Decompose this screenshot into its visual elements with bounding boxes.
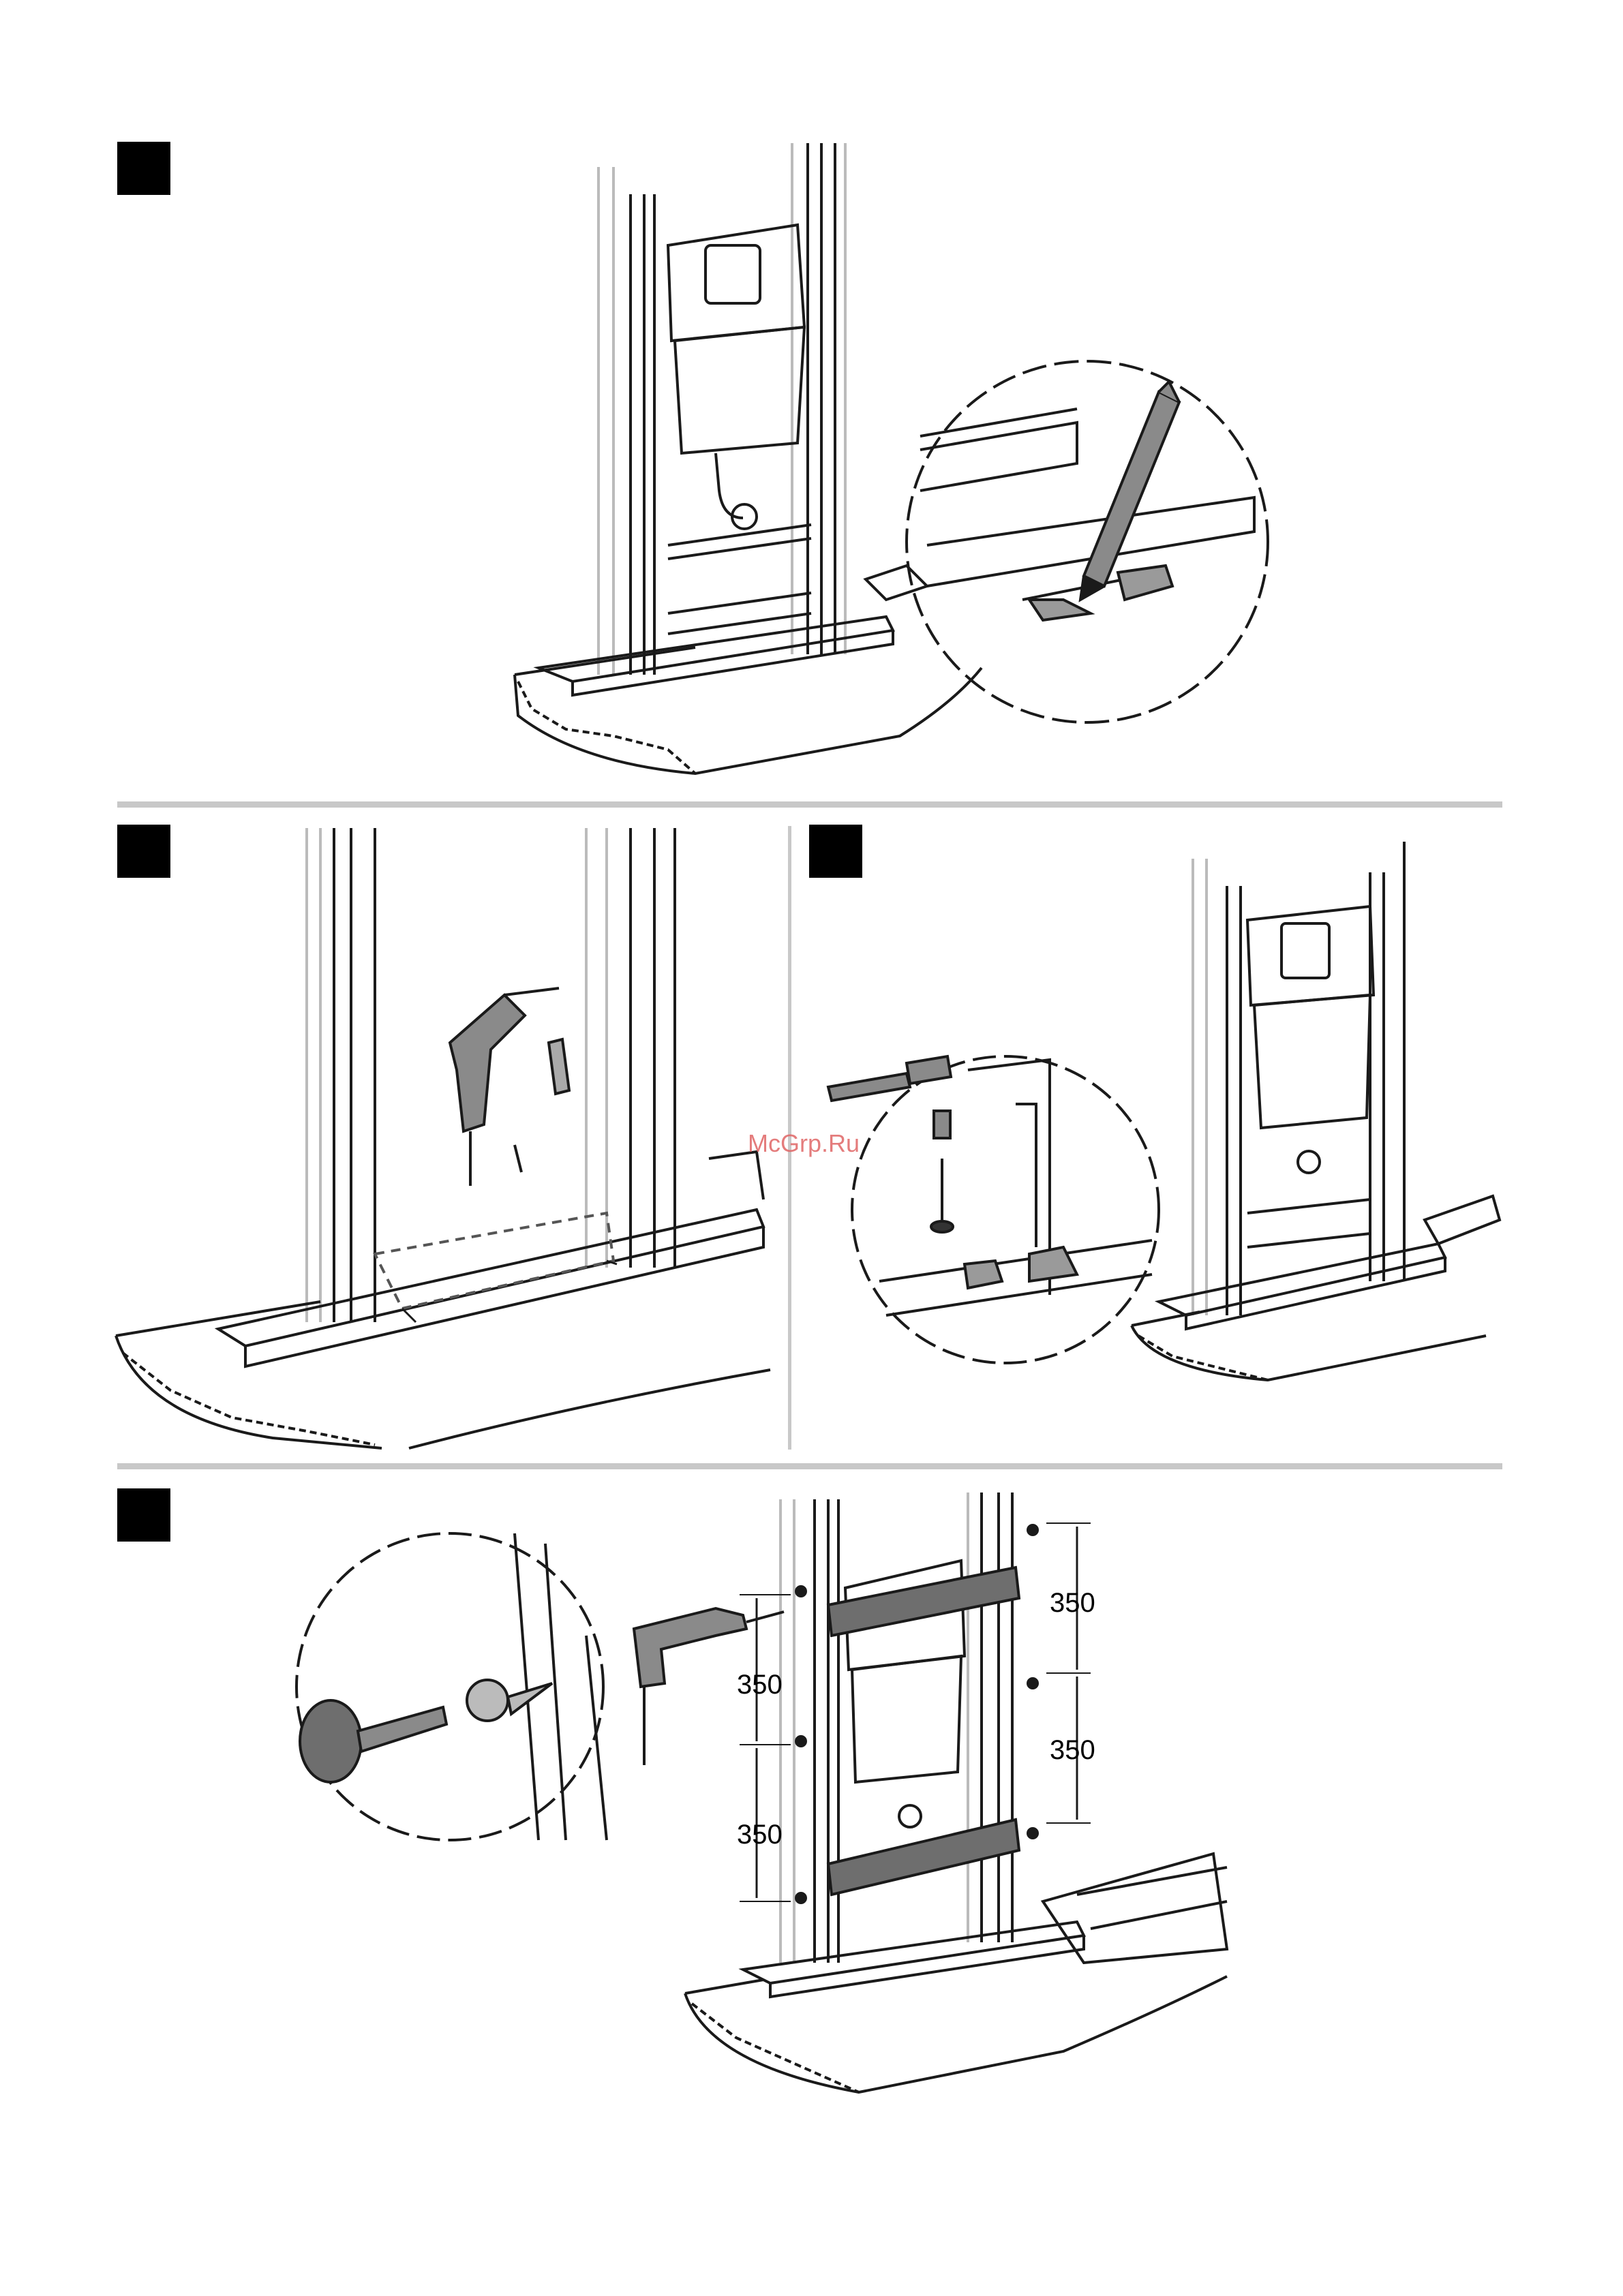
dimension-label-right-upper: 350 bbox=[1050, 1589, 1095, 1617]
lower-spirit-level bbox=[828, 1820, 1019, 1895]
dimension-label-left-lower: 350 bbox=[737, 1821, 783, 1848]
dimension-label-left-upper: 350 bbox=[737, 1671, 783, 1698]
upper-spirit-level bbox=[828, 1567, 1019, 1636]
dimension-label-right-lower: 350 bbox=[1050, 1736, 1095, 1764]
watermark: McGrp.Ru bbox=[748, 1131, 860, 1156]
